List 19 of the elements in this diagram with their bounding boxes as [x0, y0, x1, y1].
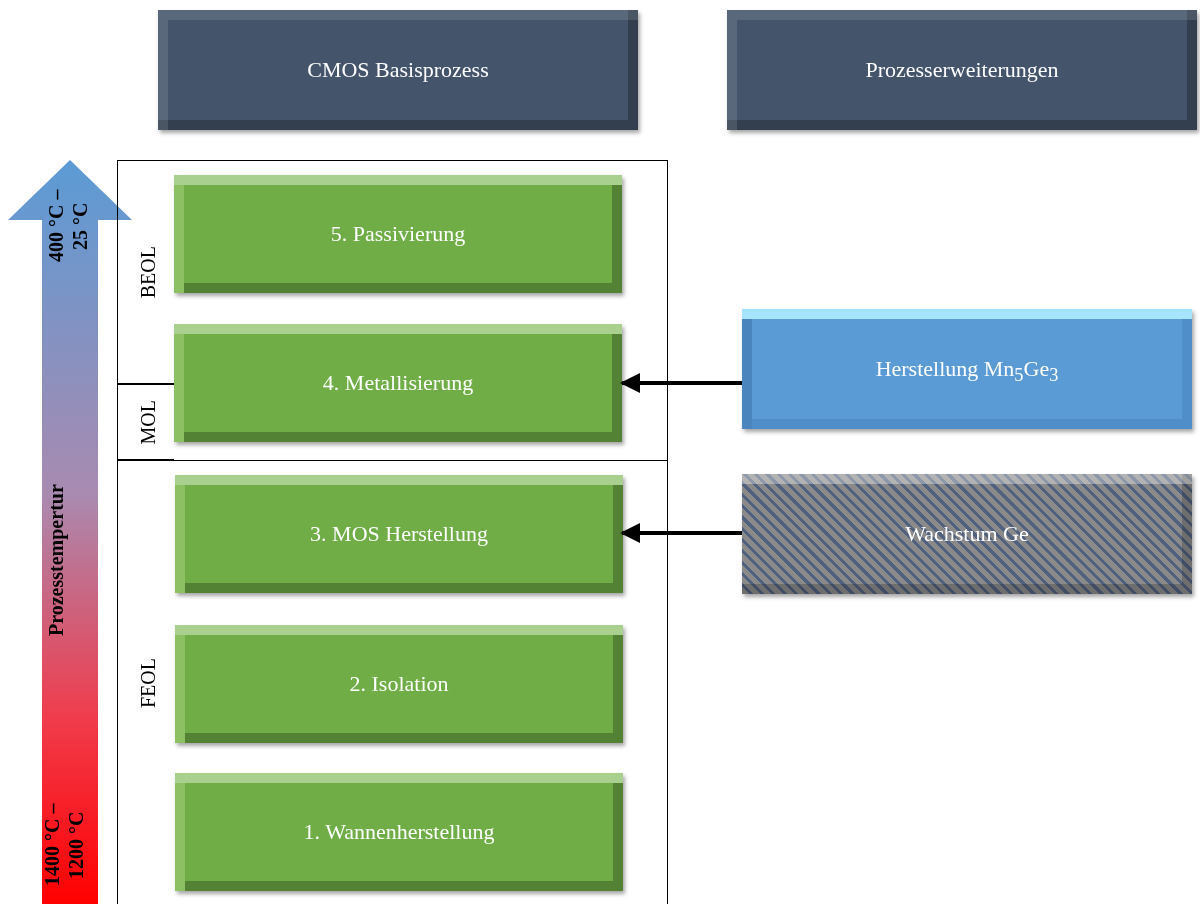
temperature-label: 400 °C – 25 °C [44, 188, 92, 265]
section-band [117, 460, 668, 904]
process-step-box: 1. Wannenherstellung [175, 773, 623, 891]
header-box: CMOS Basisprozess [158, 10, 638, 130]
section-label: BEOL [136, 245, 160, 299]
arrow [620, 373, 742, 393]
process-step-box: 3. MOS Herstellung [175, 475, 623, 593]
section-label: FEOL [136, 658, 160, 708]
section-label: MOL [136, 399, 160, 445]
arrow [620, 523, 742, 543]
temperature-label: 1400 °C – 1200 °C [40, 802, 88, 889]
process-step-box: 4. Metallisierung [174, 324, 622, 442]
extension-box: Herstellung Mn$_{5}$Ge$_{3}$ [742, 309, 1192, 429]
header-box: Prozesserweiterungen [727, 10, 1197, 130]
process-step-box: 5. Passivierung [174, 175, 622, 293]
extension-box: Wachstum Ge [742, 474, 1192, 594]
section-band [117, 384, 174, 460]
axis-label: Prozesstempertur [44, 483, 68, 638]
process-step-box: 2. Isolation [175, 625, 623, 743]
